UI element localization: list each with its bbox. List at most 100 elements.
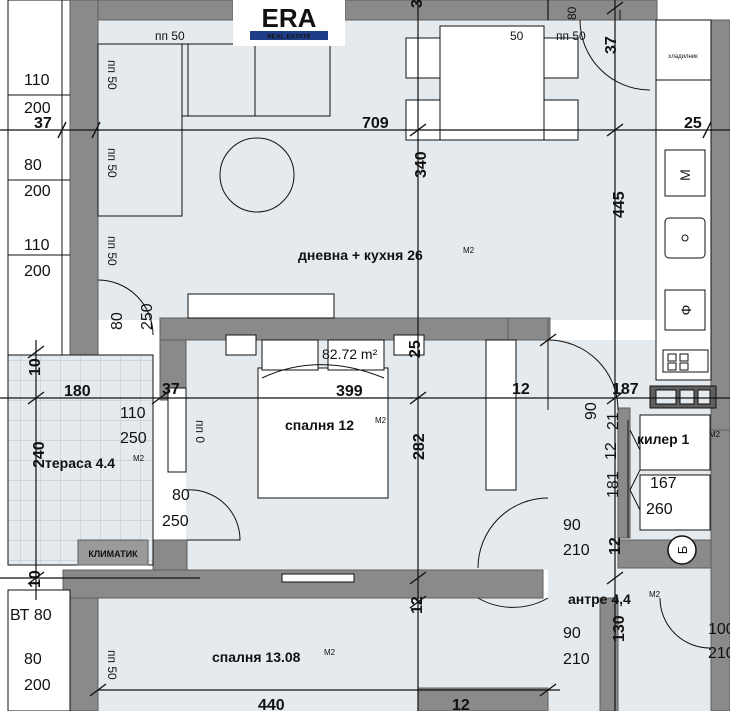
dim-25-mid: 25 [407,340,424,358]
label-n210b: 210 [563,651,590,668]
label-door-80: 80 [109,312,126,330]
label-n210a: 210 [563,542,590,559]
desk [281,573,355,583]
label-t250: 250 [120,430,147,447]
label-t80: 80 [172,487,190,504]
logo-brand: ERA [262,3,317,33]
wall-top-left [97,0,234,21]
dim-240: 240 [31,441,48,468]
dim-12-bottom: 12 [452,697,470,711]
dim-25-right: 25 [684,115,702,132]
label-n12a: 12 [603,442,620,460]
stove-tag: М [677,169,693,181]
room-bedroom2: спалня 13.08 [212,649,301,665]
dim-445: 445 [611,191,628,218]
wall-left-upper [69,0,99,356]
klimatik-box [77,539,149,566]
pantry-shelf-top [639,414,711,471]
dim-130: 130 [611,615,628,642]
room-bedroom2-sup: М2 [324,648,336,657]
room-pantry: килер 1 [637,431,690,447]
dim-399: 399 [336,383,363,400]
pillow-right [327,339,385,371]
wall-hall-lower [599,597,619,711]
dim-10b: 10 [27,570,44,588]
room-hall: антре 4,4 [568,591,631,607]
dim-282: 282 [411,433,428,460]
label-pp50-a: пп 50 [105,60,119,90]
dim-12b: 12 [409,596,426,614]
boiler [667,535,697,565]
wall-pantry-bottom [617,539,713,569]
dim-180: 180 [64,383,91,400]
wall-right-upper [710,19,730,431]
room-living: дневна + кухня 26 [298,247,423,263]
label-t110: 110 [120,405,146,422]
logo-subtitle: REAL ESTATE [267,34,312,41]
coffee-table [219,137,295,213]
room-terrace-sup: М2 [133,454,145,463]
label-pp50-right: пп 50 [556,29,586,43]
washer-tag: Ф [678,305,694,316]
label-n21c: 21 [605,412,622,430]
dim-12c: 12 [607,537,624,555]
boiler-tag: Б [675,546,690,555]
wall-pantry-left [617,407,631,539]
dim-12-mid: 12 [512,381,530,398]
wall-bottom-mid [417,687,549,711]
label-w200c: 200 [24,263,51,280]
dim-10a: 10 [27,358,44,376]
label-n90b: 90 [563,625,581,642]
label-w200b: 200 [24,183,51,200]
bed [257,367,389,499]
dim-37-mid: 37 [162,381,180,398]
wardrobe [485,339,517,491]
label-w200d: 200 [24,677,51,694]
terrace-floor [8,355,153,565]
dim-37-top: 37 [409,0,426,8]
dim-440: 440 [258,697,285,711]
wardrobe-side [167,387,187,473]
washing-machine [664,289,706,331]
label-n260: 260 [646,501,673,518]
wall-bedroom2-left [69,597,99,711]
room-pantry-sup: М2 [709,430,721,439]
label-pp50-d: пп 50 [105,650,119,680]
window-frame-column [7,0,71,356]
tv-stand [187,293,335,319]
label-w80b: 80 [24,157,42,174]
label-bt80: ВТ 80 [10,607,52,624]
wall-top-right [344,0,658,21]
room-hall-sup: М2 [649,590,661,599]
dim-187: 187 [612,381,639,398]
klimatik-tag: КЛИМАТИК [88,549,138,559]
label-n210c: 210 [708,645,730,662]
label-pp50-top: пп 50 [155,29,185,43]
label-pp0: пп 0 [193,420,207,443]
label-w80d: 80 [24,651,42,668]
label-n181: 181 [605,471,622,498]
pantry-shelf-bottom [639,474,711,531]
fridge-tag: хладилник [668,54,698,60]
dim-709: 709 [362,115,389,132]
label-w110a: 110 [24,72,50,89]
sink [664,217,706,259]
label-50-top: 50 [510,29,524,43]
dimension-ticks [27,1,712,697]
label-80-top: 80 [565,6,579,20]
era-logo: ERA REAL ESTATE [233,0,345,46]
wall-right-lower [710,429,730,711]
area-label: 82.72 m² [322,346,378,362]
room-bedroom1-sup: М2 [375,416,387,425]
dim-37-left: 37 [34,115,52,132]
label-n90c: 90 [583,402,600,420]
label-pp50-c: пп 50 [105,236,119,266]
label-t250b: 250 [162,513,189,530]
label-w110c: 110 [24,237,50,254]
wall-bedroom1-right [507,317,549,341]
dining-set [405,25,579,141]
label-n100: 100 [708,621,730,638]
